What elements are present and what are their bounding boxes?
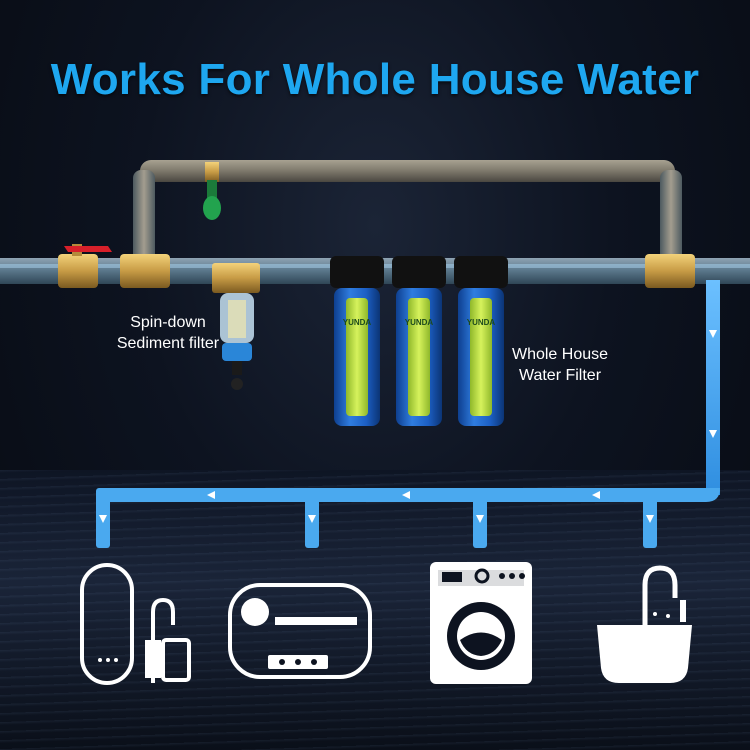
whole-house-filter-3: YUNDA [454,256,508,426]
whole-house-filter-label: Whole House Water Filter [500,344,620,386]
water-heater-icon [228,583,372,679]
filter-brand-label: YUNDA [405,318,434,327]
water-purifier-icon [80,563,191,685]
spin-down-sediment-filter [212,263,260,390]
filtered-water-distribution-line [96,280,720,548]
bypass-tee-left [120,254,170,288]
sediment-filter-label: Spin-down Sediment filter [98,312,238,354]
bypass-tee-right [645,254,695,288]
washing-machine-icon [430,562,532,684]
water-background [0,470,750,750]
bypass-valve-handle[interactable] [203,180,221,220]
bypass-pipe [133,160,682,265]
flow-arrows [99,330,717,523]
whole-house-filter-1: YUNDA [330,256,384,426]
whole-house-filter-2: YUNDA [392,256,446,426]
filter-brand-label: YUNDA [343,318,372,327]
page-title: Works For Whole House Water [50,55,700,104]
kitchen-sink-icon [597,565,692,683]
sediment-label-line2: Sediment filter [116,335,220,352]
whole-label-line1: Whole House [511,346,609,363]
inlet-ball-valve[interactable] [58,244,112,288]
sediment-label-line1: Spin-down [130,314,206,331]
whole-label-line2: Water Filter [518,367,602,384]
filter-brand-label: YUNDA [467,318,496,327]
